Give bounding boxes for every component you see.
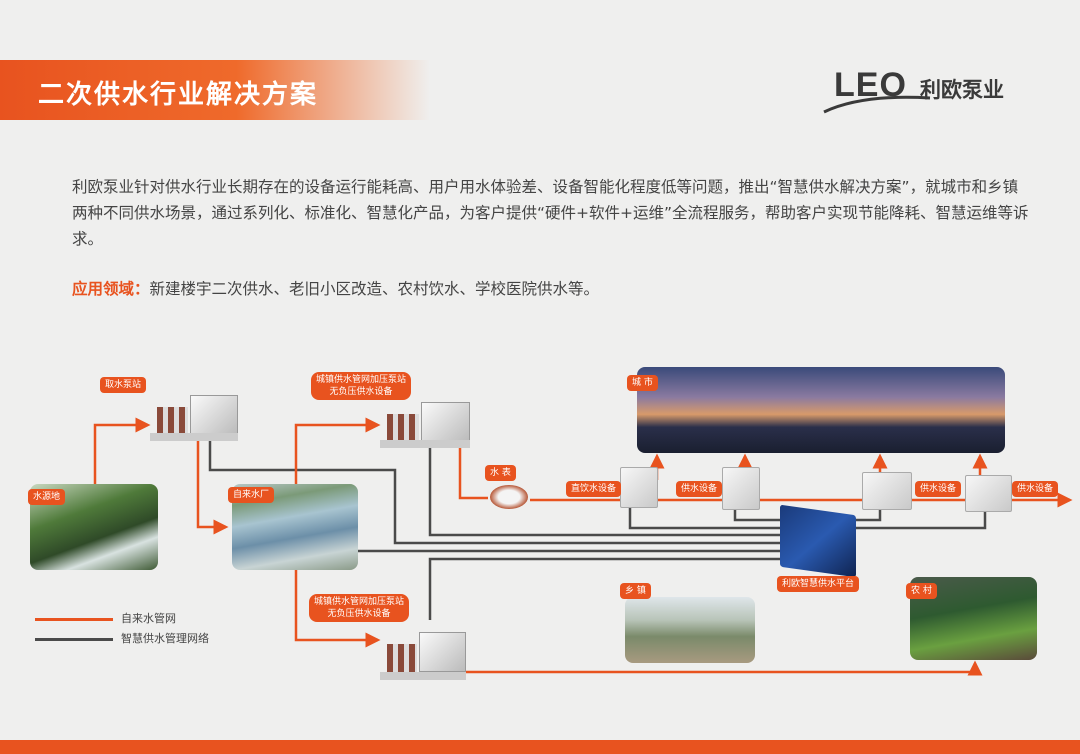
label-city: 城 市	[627, 375, 658, 391]
direct-drink-device-image	[620, 467, 658, 508]
intro-paragraph: 利欧泵业针对供水行业长期存在的设备运行能耗高、用户用水体验差、设备智能化程度低等…	[72, 178, 1029, 248]
town-image	[625, 597, 755, 663]
label-supply-device-1: 供水设备	[676, 481, 723, 497]
city-image	[637, 367, 1005, 453]
logo-text: LEO	[834, 66, 907, 104]
intake-pump-image	[150, 385, 238, 441]
logo-swoosh-icon	[823, 95, 931, 114]
page-title: 二次供水行业解决方案	[38, 80, 319, 110]
legend-label-tap-water: 自来水管网	[121, 612, 176, 625]
title-banner: 二次供水行业解决方案	[0, 60, 430, 120]
label-direct-drink-device: 直饮水设备	[566, 481, 622, 497]
application-line: 应用领域：新建楼宇二次供水、老旧小区改造、农村饮水、学校医院供水等。	[72, 277, 599, 299]
booster-pump-image-1	[380, 392, 470, 448]
label-booster-station-1: 城镇供水管网加压泵站 无负压供水设备	[311, 372, 412, 400]
label-water-source: 水源地	[28, 489, 66, 505]
application-label: 应用领域：	[72, 280, 150, 298]
supply-device-image-3	[965, 475, 1012, 512]
legend-tap-water: 自来水管网	[35, 610, 176, 626]
label-water-meter: 水 表	[485, 465, 516, 481]
label-intake-station: 取水泵站	[100, 377, 147, 393]
label-smart-platform: 利欧智慧供水平台	[777, 576, 860, 592]
label-supply-device-3: 供水设备	[1012, 481, 1059, 497]
footer-bar	[0, 740, 1080, 754]
supply-device-image-1	[722, 467, 760, 510]
application-text: 新建楼宇二次供水、老旧小区改造、农村饮水、学校医院供水等。	[149, 280, 600, 298]
legend-orange-line-icon	[35, 617, 113, 621]
water-meter-icon	[490, 485, 528, 509]
logo-cn-text: 利欧泵业	[920, 78, 1004, 102]
label-booster-station-2: 城镇供水管网加压泵站 无负压供水设备	[309, 594, 410, 622]
legend-smart-network: 智慧供水管理网络	[35, 630, 209, 646]
management-network-lines	[208, 440, 987, 620]
label-supply-device-2: 供水设备	[915, 481, 962, 497]
supply-device-image-2	[862, 472, 912, 510]
legend-dark-line-icon	[35, 637, 113, 641]
smart-platform-screens-image	[780, 504, 856, 578]
brand-logo: LEO 利欧泵业	[822, 62, 1042, 114]
label-village: 农 村	[906, 583, 937, 599]
label-water-plant: 自来水厂	[228, 487, 275, 503]
booster-pump-image-2	[380, 622, 466, 680]
label-town: 乡 镇	[620, 583, 651, 599]
legend-label-smart-network: 智慧供水管理网络	[121, 632, 209, 645]
